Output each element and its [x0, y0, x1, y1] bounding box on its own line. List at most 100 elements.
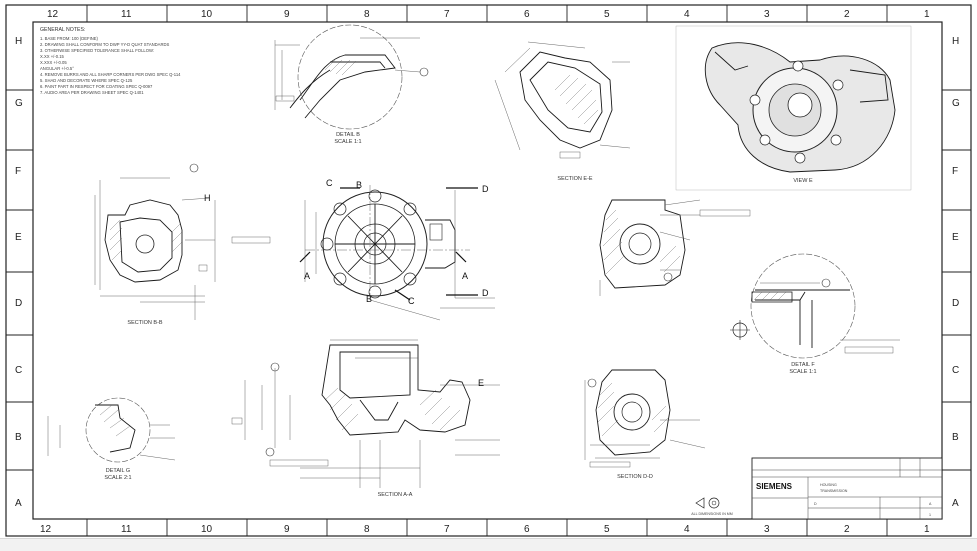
section-e-name: SECTION E-E: [557, 176, 592, 182]
row-label: H: [952, 36, 959, 47]
column-labels-bottom: 12 11 10 9 8 7 6 5 4 3 2 1: [40, 524, 930, 535]
projection-label: ALL DIMENSIONS IN MM: [691, 512, 733, 516]
col-label: 11: [121, 524, 132, 535]
col-label: 3: [764, 524, 770, 535]
section-marker-b-bottom: B: [366, 294, 372, 304]
e-marker: E: [478, 378, 484, 388]
section-marker-c-bottom: C: [408, 296, 415, 306]
notes-title: GENERAL NOTES:: [40, 27, 85, 33]
section-dd-name: SECTION D-D: [617, 474, 653, 480]
row-label: D: [952, 298, 959, 309]
col-label: 4: [684, 524, 690, 535]
col-label: 11: [121, 9, 132, 20]
col-label: 1: [924, 524, 930, 535]
col-label: 9: [284, 9, 290, 20]
viewer-bottom-bar: [0, 538, 977, 551]
row-label: A: [15, 498, 22, 509]
title-line-2: TRANSMISSION: [820, 489, 848, 493]
inner-border: [32, 21, 943, 520]
general-notes: GENERAL NOTES: 1. BASE FROM: 100 (DEFINE…: [40, 27, 181, 95]
note-line: 1. BASE FROM: 100 (DEFINE): [40, 36, 99, 41]
section-e-view: SECTION E-E: [494, 41, 631, 182]
section-marker-b-top: B: [356, 180, 362, 190]
section-marker-a-right: A: [462, 271, 468, 281]
note-line: 7. AUDIO AREA PER DRAWING SHEET SPEC Q-1…: [40, 90, 144, 95]
sheet-value: 1: [929, 513, 931, 517]
row-label: B: [952, 432, 959, 443]
row-label: G: [15, 98, 23, 109]
view-e-name: VIEW E: [793, 178, 813, 184]
detail-b-name: DETAIL B: [336, 132, 360, 138]
col-label: 7: [444, 9, 450, 20]
row-label: F: [15, 166, 21, 177]
row-label: D: [15, 298, 22, 309]
note-line: 3. OTHERWISE SPECIFIED TOLERANCE SHALL F…: [40, 48, 154, 53]
note-line: X.XX +/-0.15: [40, 54, 65, 59]
row-label: E: [15, 232, 22, 243]
siemens-logo: SIEMENS: [756, 482, 793, 491]
view-e-isometric: VIEW E: [675, 25, 912, 191]
col-label: 3: [764, 9, 770, 20]
note-line: 5. SHAD AND DECORATE WHERE SPEC Q-125: [40, 78, 133, 83]
section-aa-name: SECTION A-A: [378, 492, 413, 498]
col-label: 12: [40, 524, 52, 535]
detail-f-name: DETAIL F: [791, 362, 815, 368]
note-line: 6. PAINT PART IN RESPECT FOR COATING SPE…: [40, 84, 153, 89]
title-line-1: HOUSING: [820, 483, 837, 487]
col-label: 4: [684, 9, 690, 20]
detail-f-view: DETAIL F SCALE 1:1: [730, 253, 900, 375]
row-labels-left: H G F E D C B A: [15, 36, 23, 509]
col-label: 8: [364, 524, 370, 535]
note-line: 4. REMOVE BURRS AND ALL SHARP CORNERS PE…: [40, 72, 181, 77]
detail-b-view: DETAIL B SCALE 1:1: [274, 24, 429, 145]
col-label: 2: [844, 524, 850, 535]
note-line: 2. DRAWING SHALL CONFORM TO DWP YY-D QUA…: [40, 42, 169, 47]
col-label: 6: [524, 524, 530, 535]
section-marker-d-top: D: [482, 184, 489, 194]
section-marker-d-bottom: D: [482, 288, 489, 298]
row-label: E: [952, 232, 959, 243]
projection-symbol: ALL DIMENSIONS IN MM: [691, 497, 733, 516]
row-label: A: [952, 498, 959, 509]
section-marker-a-left: A: [304, 271, 310, 281]
detail-f-scale: SCALE 1:1: [789, 369, 816, 375]
title-block: SIEMENS HOUSING TRANSMISSION D A 1: [751, 457, 943, 520]
col-label: 10: [201, 524, 213, 535]
section-marker-c-top: C: [326, 178, 333, 188]
note-line: ANGULAR +/-0.5°: [40, 66, 74, 71]
section-side-view: [599, 199, 751, 296]
row-label: C: [952, 365, 959, 376]
row-label: G: [952, 98, 960, 109]
col-label: 9: [284, 524, 290, 535]
row-label: C: [15, 365, 22, 376]
size-value: D: [814, 502, 817, 506]
detail-b-scale: SCALE 1:1: [334, 139, 361, 145]
row-label: H: [15, 36, 22, 47]
col-label: 6: [524, 9, 530, 20]
section-bb-view: H SECTION B-B: [94, 163, 271, 326]
column-labels-top: 12 11 10 9 8 7 6 5 4 3 2 1: [47, 9, 930, 20]
main-front-view: A A B B C C D D: [299, 178, 495, 321]
col-label: 5: [604, 524, 610, 535]
row-label: B: [15, 432, 22, 443]
col-label: 5: [604, 9, 610, 20]
section-dd-view: SECTION D-D: [584, 369, 706, 480]
col-label: 1: [924, 9, 930, 20]
section-bb-name: SECTION B-B: [127, 320, 162, 326]
detail-g-name: DETAIL G: [106, 468, 130, 474]
row-labels-right: H G F E D C B A: [952, 36, 960, 509]
section-aa-view: E SECTION A-A: [231, 339, 500, 498]
row-label: F: [952, 166, 958, 177]
column-zone-ticks: [6, 5, 971, 536]
detail-g-scale: SCALE 2:1: [104, 475, 131, 481]
col-label: 2: [844, 9, 850, 20]
rev-value: A: [929, 502, 932, 506]
h-marker: H: [204, 193, 211, 203]
col-label: 7: [444, 524, 450, 535]
col-label: 8: [364, 9, 370, 20]
note-line: X.XXX +/-0.05: [40, 60, 67, 65]
col-label: 12: [47, 9, 59, 20]
col-label: 10: [201, 9, 213, 20]
detail-g-view: DETAIL G SCALE 2:1: [47, 397, 176, 481]
